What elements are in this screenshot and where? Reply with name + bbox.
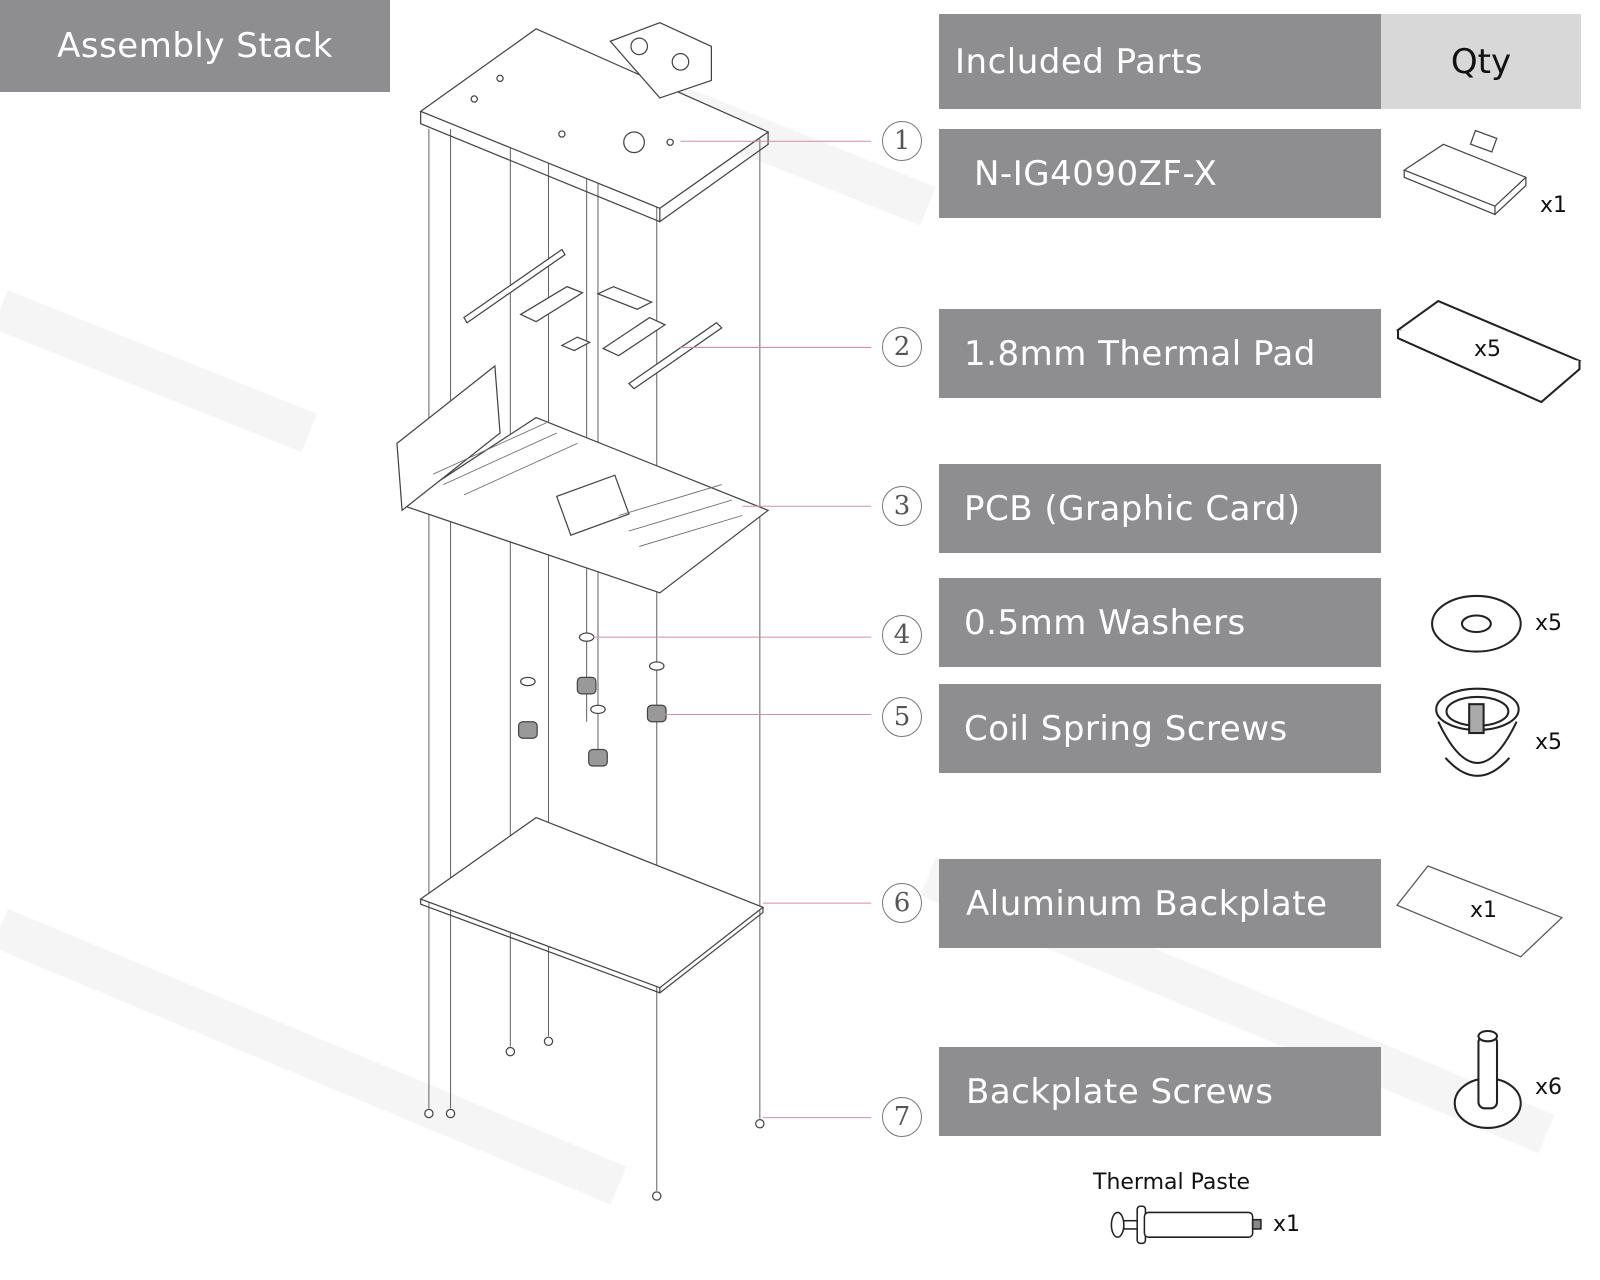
part-row-5: Coil Spring Screws — [939, 684, 1381, 773]
qty-value-4: x5 — [1535, 611, 1563, 636]
callout-number: 2 — [893, 332, 911, 362]
thermal-pads-drawing — [463, 248, 723, 390]
callout-number: 5 — [893, 702, 911, 732]
water-block-drawing — [419, 22, 770, 223]
callout-1: 1 — [882, 121, 922, 161]
part-label: 1.8mm Thermal Pad — [964, 333, 1316, 374]
backplate-drawing — [419, 816, 765, 994]
part-label: 0.5mm Washers — [964, 602, 1246, 643]
callout-2: 2 — [882, 327, 922, 367]
qty-header: Qty — [1381, 14, 1581, 109]
thermal-paste-qty: x1 — [1273, 1212, 1301, 1237]
callout-7: 7 — [882, 1097, 922, 1137]
callout-5: 5 — [882, 697, 922, 737]
part-label: Aluminum Backplate — [966, 883, 1328, 924]
callout-number: 1 — [893, 126, 911, 156]
spring-screw-icon — [1435, 687, 1520, 777]
washers-springs-drawing — [517, 632, 667, 767]
part-label: Backplate Screws — [966, 1071, 1274, 1112]
callout-number: 4 — [893, 620, 911, 650]
part-row-6: Aluminum Backplate — [939, 859, 1381, 948]
part-label: N-IG4090ZF-X — [974, 153, 1218, 194]
callout-6: 6 — [882, 883, 922, 923]
guide-lines — [428, 128, 761, 1191]
included-parts-header: Included Parts — [939, 14, 1381, 109]
leader-lines — [592, 140, 872, 1119]
thermal-paste-icon — [1110, 1205, 1262, 1245]
assembly-stack-title: Assembly Stack — [57, 26, 333, 66]
backplate-icon — [1396, 865, 1564, 958]
assembly-stack-header: Assembly Stack — [0, 0, 390, 92]
qty-label: Qty — [1450, 41, 1512, 82]
callout-number: 6 — [893, 888, 911, 918]
qty-value-2: x5 — [1474, 337, 1502, 362]
qty-value-7: x6 — [1535, 1075, 1563, 1100]
thermal-pad-icon — [1395, 299, 1582, 404]
included-parts-label: Included Parts — [955, 41, 1203, 82]
callout-3: 3 — [882, 486, 922, 526]
part-row-1: N-IG4090ZF-X — [939, 129, 1381, 218]
backplate-screws-drawing — [424, 1036, 765, 1201]
callout-4: 4 — [882, 615, 922, 655]
callout-number: 3 — [893, 491, 911, 521]
part-row-4: 0.5mm Washers — [939, 578, 1381, 667]
qty-value-5: x5 — [1535, 730, 1563, 755]
callout-number: 7 — [893, 1102, 911, 1132]
part-row-3: PCB (Graphic Card) — [939, 464, 1381, 553]
part-label: PCB (Graphic Card) — [964, 488, 1301, 529]
pcb-drawing — [396, 364, 770, 594]
water-block-icon — [1402, 129, 1528, 216]
washer-icon — [1431, 594, 1522, 653]
qty-value-1: x1 — [1540, 193, 1568, 218]
part-row-2: 1.8mm Thermal Pad — [939, 309, 1381, 398]
thermal-paste-label: Thermal Paste — [1093, 1170, 1250, 1195]
screw-icon — [1453, 1029, 1522, 1129]
part-label: Coil Spring Screws — [964, 708, 1288, 749]
part-row-7: Backplate Screws — [939, 1047, 1381, 1136]
qty-value-6: x1 — [1470, 898, 1498, 923]
